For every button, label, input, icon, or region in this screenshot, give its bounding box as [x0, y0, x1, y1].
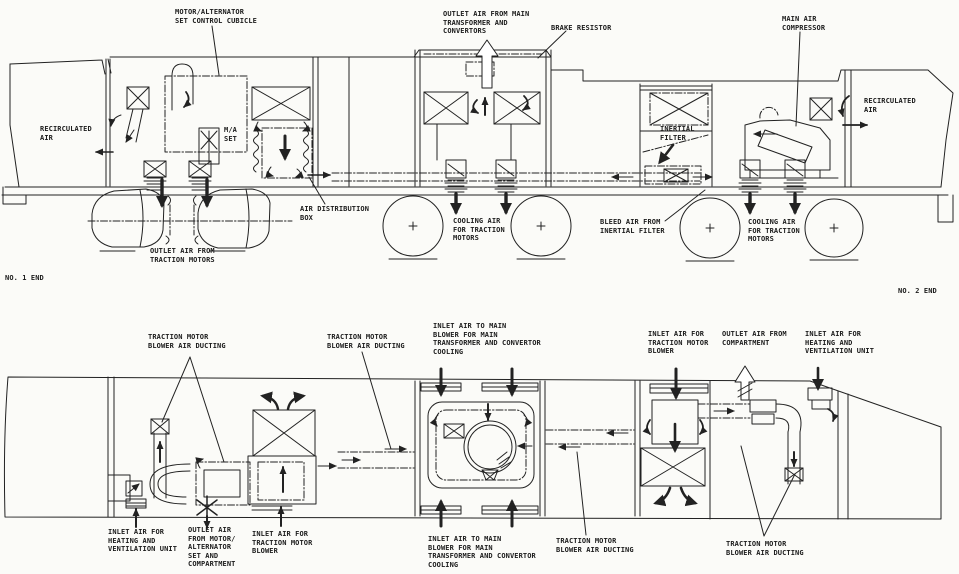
label-main-air-compressor: MAIN AIR COMPRESSOR [782, 15, 826, 32]
traction-motor-bellows-left [143, 160, 213, 208]
outlet-air-up-arrow [734, 365, 756, 401]
transformer-compartment [423, 39, 541, 161]
compartment-vent-section [247, 391, 337, 527]
label-air-distribution-box: AIR DISTRIBUTION BOX [300, 205, 370, 222]
main-blower [463, 420, 517, 474]
label-inlet-tm-blower-bottom: INLET AIR FOR TRACTION MOTOR BLOWER [252, 530, 313, 556]
side-view-leaders [211, 25, 801, 222]
side-elevation-view [1, 25, 954, 262]
label-inlet-main-blower-top: INLET AIR TO MAIN BLOWER FOR MAIN TRANSF… [433, 322, 541, 356]
plan-body-outline [3, 376, 942, 520]
inertial-filter-compartment [639, 92, 713, 185]
label-no1-end: NO. 1 END [5, 274, 44, 282]
label-cooling-air-mid: COOLING AIR FOR TRACTION MOTORS [453, 217, 505, 243]
label-bleed-air: BLEED AIR FROM INERTIAL FILTER [600, 218, 665, 235]
cab-air-intake [95, 86, 150, 156]
heating-ventilation-unit-right [807, 366, 839, 422]
duct-mid-right [545, 429, 635, 451]
roof-vent-crossed-box [251, 86, 311, 121]
label-inlet-hv-bottom: INLET AIR FOR HEATING AND VENTILATION UN… [108, 528, 178, 554]
label-inlet-main-blower-bottom: INLET AIR TO MAIN BLOWER FOR MAIN TRANSF… [428, 535, 536, 569]
filter-pointer-arrow [658, 143, 675, 165]
traction-motor-blower-right [640, 367, 709, 507]
label-cooling-air-right: COOLING AIR FOR TRACTION MOTORS [748, 218, 800, 244]
outlet-air-up-arrow [475, 39, 499, 89]
label-brake-resistor: BRAKE RESISTOR [551, 24, 612, 32]
plan-view [3, 351, 942, 537]
label-motor-alternator-cubicle: MOTOR/ALTERNATOR SET CONTROL CUBICLE [175, 8, 257, 25]
ma-set-unit [198, 127, 220, 165]
recirculated-air-right-region [809, 95, 868, 129]
label-tm-ducting-bottom-mid: TRACTION MOTOR BLOWER AIR DUCTING [556, 537, 634, 554]
label-inertial-filter: INERTIAL FILTER [660, 125, 695, 142]
plan-view-leaders [161, 351, 796, 537]
outlet-compartment-region [697, 365, 804, 485]
label-outlet-ma-set: OUTLET AIR FROM MOTOR/ ALTERNATOR SET AN… [188, 526, 236, 569]
wheels [382, 195, 864, 262]
label-recirculated-air-right: RECIRCULATED AIR [864, 97, 916, 114]
outlet-fan-symbol [196, 495, 218, 529]
label-no2-end: NO. 2 END [898, 287, 937, 295]
heating-ventilation-unit-left [107, 474, 147, 528]
label-outlet-traction-motors: OUTLET AIR FROM TRACTION MOTORS [150, 247, 215, 264]
traction-motor-bellows-right [738, 159, 807, 215]
label-outlet-compartment: OUTLET AIR FROM COMPARTMENT [722, 330, 787, 347]
ma-control-cubicle [164, 63, 248, 153]
label-ma-set: M/A SET [224, 126, 237, 143]
label-tm-ducting-top-left: TRACTION MOTOR BLOWER AIR DUCTING [148, 333, 226, 350]
ma-set-plan [195, 457, 251, 529]
traction-motor-bellows-mid [444, 159, 518, 215]
label-recirculated-air-left: RECIRCULATED AIR [40, 125, 92, 142]
label-inlet-tm-blower-top: INLET AIR FOR TRACTION MOTOR BLOWER [648, 330, 709, 356]
label-outlet-main-transformer: OUTLET AIR FROM MAIN TRANSFORMER AND CON… [443, 10, 530, 36]
label-tm-ducting-bottom-right: TRACTION MOTOR BLOWER AIR DUCTING [726, 540, 804, 557]
air-distribution-box [253, 121, 313, 179]
duct-mid-left [337, 445, 415, 469]
main-blower-compartment [420, 367, 539, 528]
label-tm-ducting-top-mid: TRACTION MOTOR BLOWER AIR DUCTING [327, 333, 405, 350]
main-air-compressor [741, 106, 839, 179]
ma-duct-column [149, 418, 191, 505]
label-inlet-hv-top: INLET AIR FOR HEATING AND VENTILATION UN… [805, 330, 875, 356]
loco-body-outline [1, 49, 954, 223]
traction-motors-bogie [87, 188, 293, 252]
